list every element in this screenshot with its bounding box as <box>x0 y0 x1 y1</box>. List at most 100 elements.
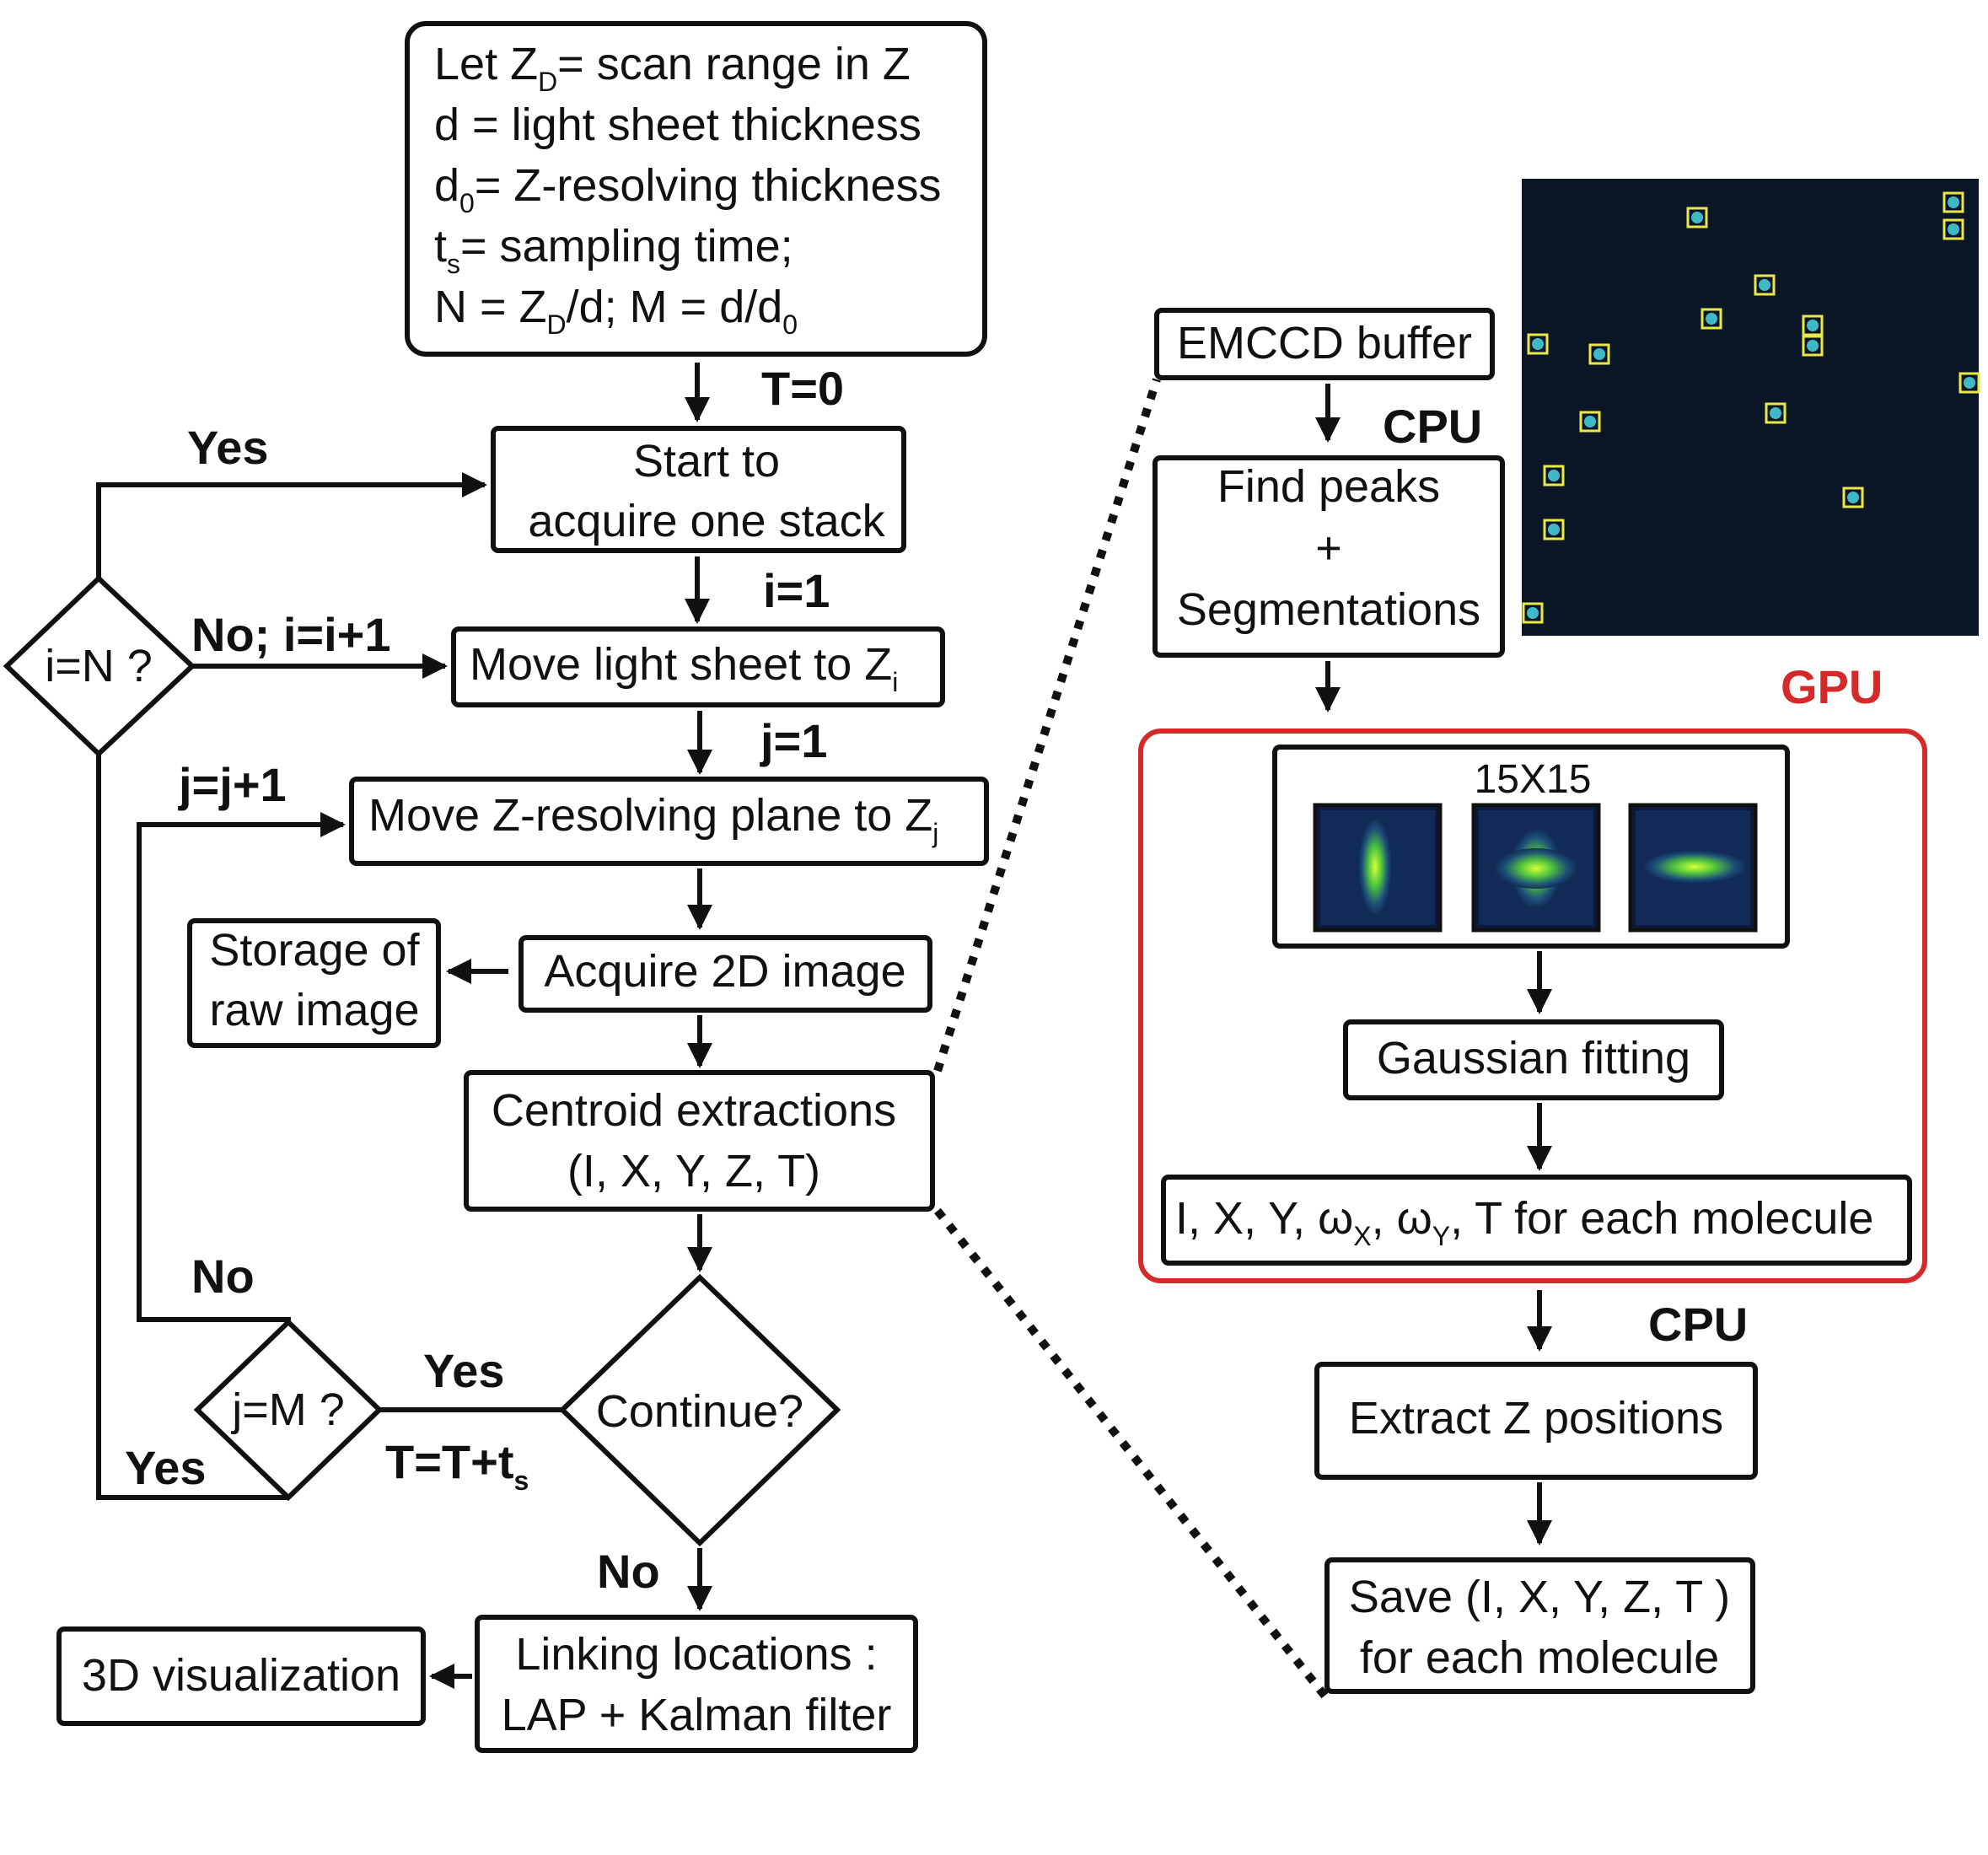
svg-text:ts= sampling time;: ts= sampling time; <box>434 221 793 279</box>
label-gpu: GPU <box>1781 660 1883 713</box>
svg-text:Continue?: Continue? <box>596 1386 803 1437</box>
decision-j-eq-m: j=M ? <box>193 1318 384 1502</box>
loop-j-yes <box>96 754 288 1500</box>
storage-raw-box: Storage of raw image <box>187 918 441 1048</box>
label-yes-continue: Yes <box>423 1344 505 1397</box>
detected-spot-markers <box>1522 191 1980 624</box>
zoom-line-bottom <box>934 1207 1329 1700</box>
label-cpu-2: CPU <box>1648 1298 1748 1351</box>
spot-glow <box>1759 279 1770 291</box>
svg-text:LAP + Kalman filter: LAP + Kalman filter <box>502 1690 892 1740</box>
svg-text:Segmentations: Segmentations <box>1177 584 1480 635</box>
spot-marker <box>1579 411 1601 433</box>
camera-frame-image <box>1522 179 1980 636</box>
svg-text:Start to: Start to <box>633 436 780 487</box>
visualization-box: 3D visualization <box>56 1626 426 1726</box>
decision-continue: Continue? <box>558 1273 841 1547</box>
label-jj1: j=j+1 <box>178 758 287 811</box>
label-yes-top: Yes <box>187 421 269 474</box>
gaussian-fitting-box: Gaussian fitting <box>1343 1019 1724 1100</box>
loop-i-yes <box>96 472 487 578</box>
svg-text:Gaussian fitting: Gaussian fitting <box>1377 1033 1690 1083</box>
spot-glow <box>1548 524 1560 535</box>
move-light-sheet-box: Move light sheet to Zi <box>451 626 945 707</box>
svg-text:j=M ?: j=M ? <box>230 1385 345 1435</box>
svg-text:i=N ?: i=N ? <box>45 641 153 691</box>
move-z-plane-box: Move Z-resolving plane to Zj <box>349 777 989 866</box>
svg-text:N = ZD/d; M = d/d0: N = ZD/d; M = d/d0 <box>434 282 798 340</box>
linking-box: Linking locations : LAP + Kalman filter <box>475 1615 918 1753</box>
spot-glow <box>1948 196 1959 208</box>
psf-patch-1 <box>1313 803 1443 933</box>
spot-marker <box>1754 274 1776 296</box>
svg-text:Storage of: Storage of <box>209 925 420 976</box>
svg-text:Extract Z positions: Extract Z positions <box>1349 1393 1723 1444</box>
svg-text:Move Z-resolving plane to Zj: Move Z-resolving plane to Zj <box>368 790 938 848</box>
spot-glow <box>1807 340 1819 352</box>
spot-glow <box>1527 607 1539 619</box>
svg-text:acquire one stack: acquire one stack <box>528 496 885 546</box>
psf-patch-3 <box>1628 803 1758 933</box>
fit-result-box: I, X, Y, ωX, ωY, T for each molecule <box>1161 1175 1912 1266</box>
spot-glow <box>1593 348 1605 360</box>
start-stack-box: Start to acquire one stack <box>491 426 906 553</box>
spot-glow <box>1964 377 1975 389</box>
spot-marker <box>1543 465 1565 487</box>
psf-patch-2 <box>1471 803 1601 933</box>
spot-marker <box>1942 191 1964 213</box>
spot-marker <box>1686 207 1708 229</box>
zoom-line-top <box>933 378 1161 1073</box>
svg-text:Let ZD= scan range in Z: Let ZD= scan range in Z <box>434 39 911 97</box>
gpu-region <box>1138 729 1927 1283</box>
svg-text:+: + <box>1315 523 1342 573</box>
spot-marker <box>1765 402 1787 424</box>
spot-marker <box>1802 335 1824 357</box>
spot-marker <box>1942 218 1964 240</box>
spot-glow <box>1532 338 1544 350</box>
spot-glow <box>1584 416 1596 427</box>
svg-text:for each molecule: for each molecule <box>1360 1632 1719 1683</box>
label-no-continue: No <box>597 1545 660 1598</box>
save-results-box: Save (I, X, Y, Z, T ) for each molecule <box>1324 1557 1755 1694</box>
label-cpu-1: CPU <box>1383 400 1482 453</box>
label-j1: j=1 <box>760 714 827 767</box>
svg-text:Acquire 2D image: Acquire 2D image <box>544 946 905 997</box>
svg-text:Move light sheet to Zi: Move light sheet to Zi <box>470 639 898 697</box>
svg-text:I, X, Y, ωX, ωY, T for each m: I, X, Y, ωX, ωY, T for each molecule <box>1175 1193 1873 1251</box>
emccd-buffer-box: EMCCD buffer <box>1154 308 1495 380</box>
find-peaks-box: Find peaks + Segmentations <box>1153 455 1505 658</box>
label-patch-size: 15X15 <box>1475 757 1592 802</box>
decision-i-eq-n: i=N ? <box>3 574 196 758</box>
spot-marker <box>1588 343 1610 365</box>
svg-text:Find peaks: Find peaks <box>1217 461 1440 512</box>
svg-text:EMCCD buffer: EMCCD buffer <box>1177 318 1472 368</box>
label-no-j: No <box>191 1250 255 1303</box>
extract-z-box: Extract Z positions <box>1314 1362 1758 1480</box>
spot-glow <box>1770 407 1781 419</box>
spot-marker <box>1522 602 1544 624</box>
spot-marker <box>1802 315 1824 336</box>
spot-glow <box>1948 223 1959 235</box>
spot-glow <box>1847 492 1859 503</box>
spot-marker <box>1701 308 1722 330</box>
label-t-next: T=T+ts <box>385 1435 529 1496</box>
svg-text:(I, X, Y, Z, T): (I, X, Y, Z, T) <box>567 1146 820 1196</box>
definitions-box: Let ZD= scan range in Z d = light sheet … <box>405 21 987 357</box>
centroid-extraction-box: Centroid extractions (I, X, Y, Z, T) <box>464 1070 935 1212</box>
spot-marker <box>1842 487 1864 508</box>
svg-text:Linking locations :: Linking locations : <box>515 1629 877 1680</box>
svg-text:raw image: raw image <box>209 985 419 1035</box>
svg-text:Save (I, X, Y, Z, T ): Save (I, X, Y, Z, T ) <box>1349 1572 1730 1622</box>
label-yes-j: Yes <box>125 1441 207 1494</box>
spot-glow <box>1548 470 1560 481</box>
spot-marker <box>1527 333 1549 355</box>
loop-j-no <box>137 812 346 1322</box>
label-i1: i=1 <box>763 564 830 617</box>
spot-glow <box>1706 313 1717 325</box>
acquire-2d-box: Acquire 2D image <box>518 935 932 1013</box>
label-t0: T=0 <box>761 362 844 415</box>
patches-box: 15X15 <box>1272 745 1790 949</box>
spot-glow <box>1691 212 1703 223</box>
svg-text:d = light sheet thickness: d = light sheet thickness <box>434 99 921 150</box>
